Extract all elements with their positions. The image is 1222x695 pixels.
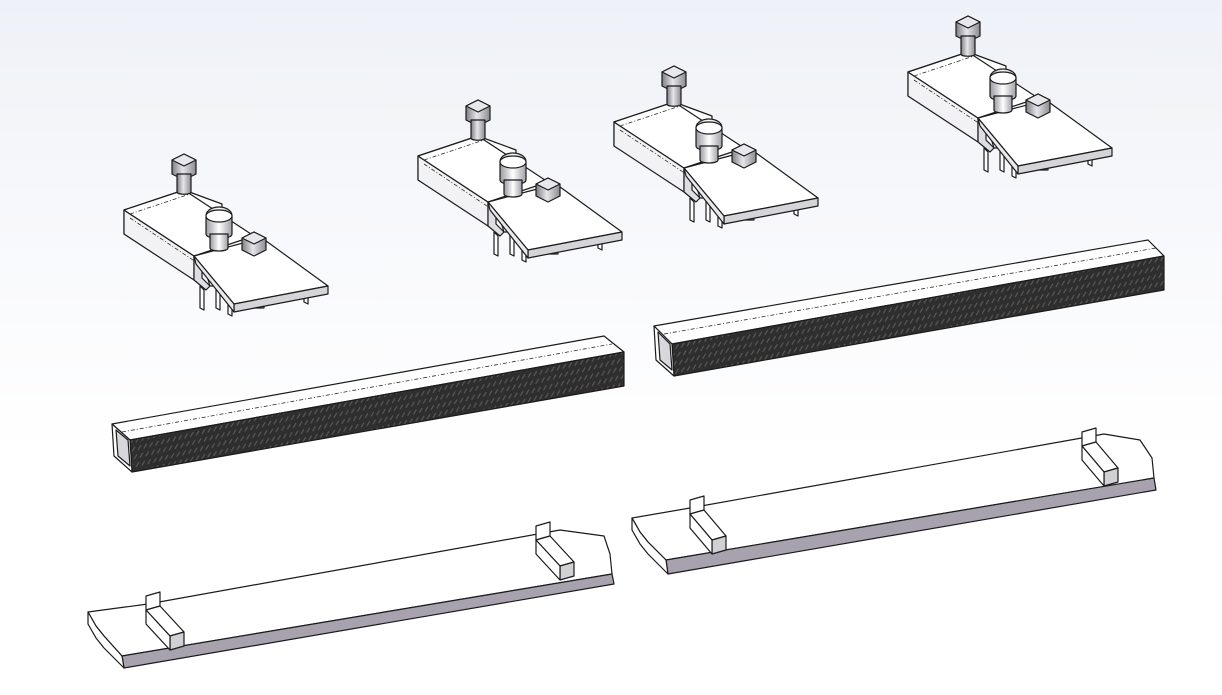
clamp-assembly-1 — [123, 153, 329, 317]
tread-tube-left — [111, 335, 625, 473]
base-plate-right — [631, 427, 1157, 575]
base-plate-left — [87, 521, 615, 669]
clamp-assembly-4 — [907, 15, 1113, 179]
clamp-assembly-2 — [417, 99, 623, 263]
tread-tube-right — [653, 239, 1165, 377]
clamp-assembly-3 — [613, 65, 819, 229]
